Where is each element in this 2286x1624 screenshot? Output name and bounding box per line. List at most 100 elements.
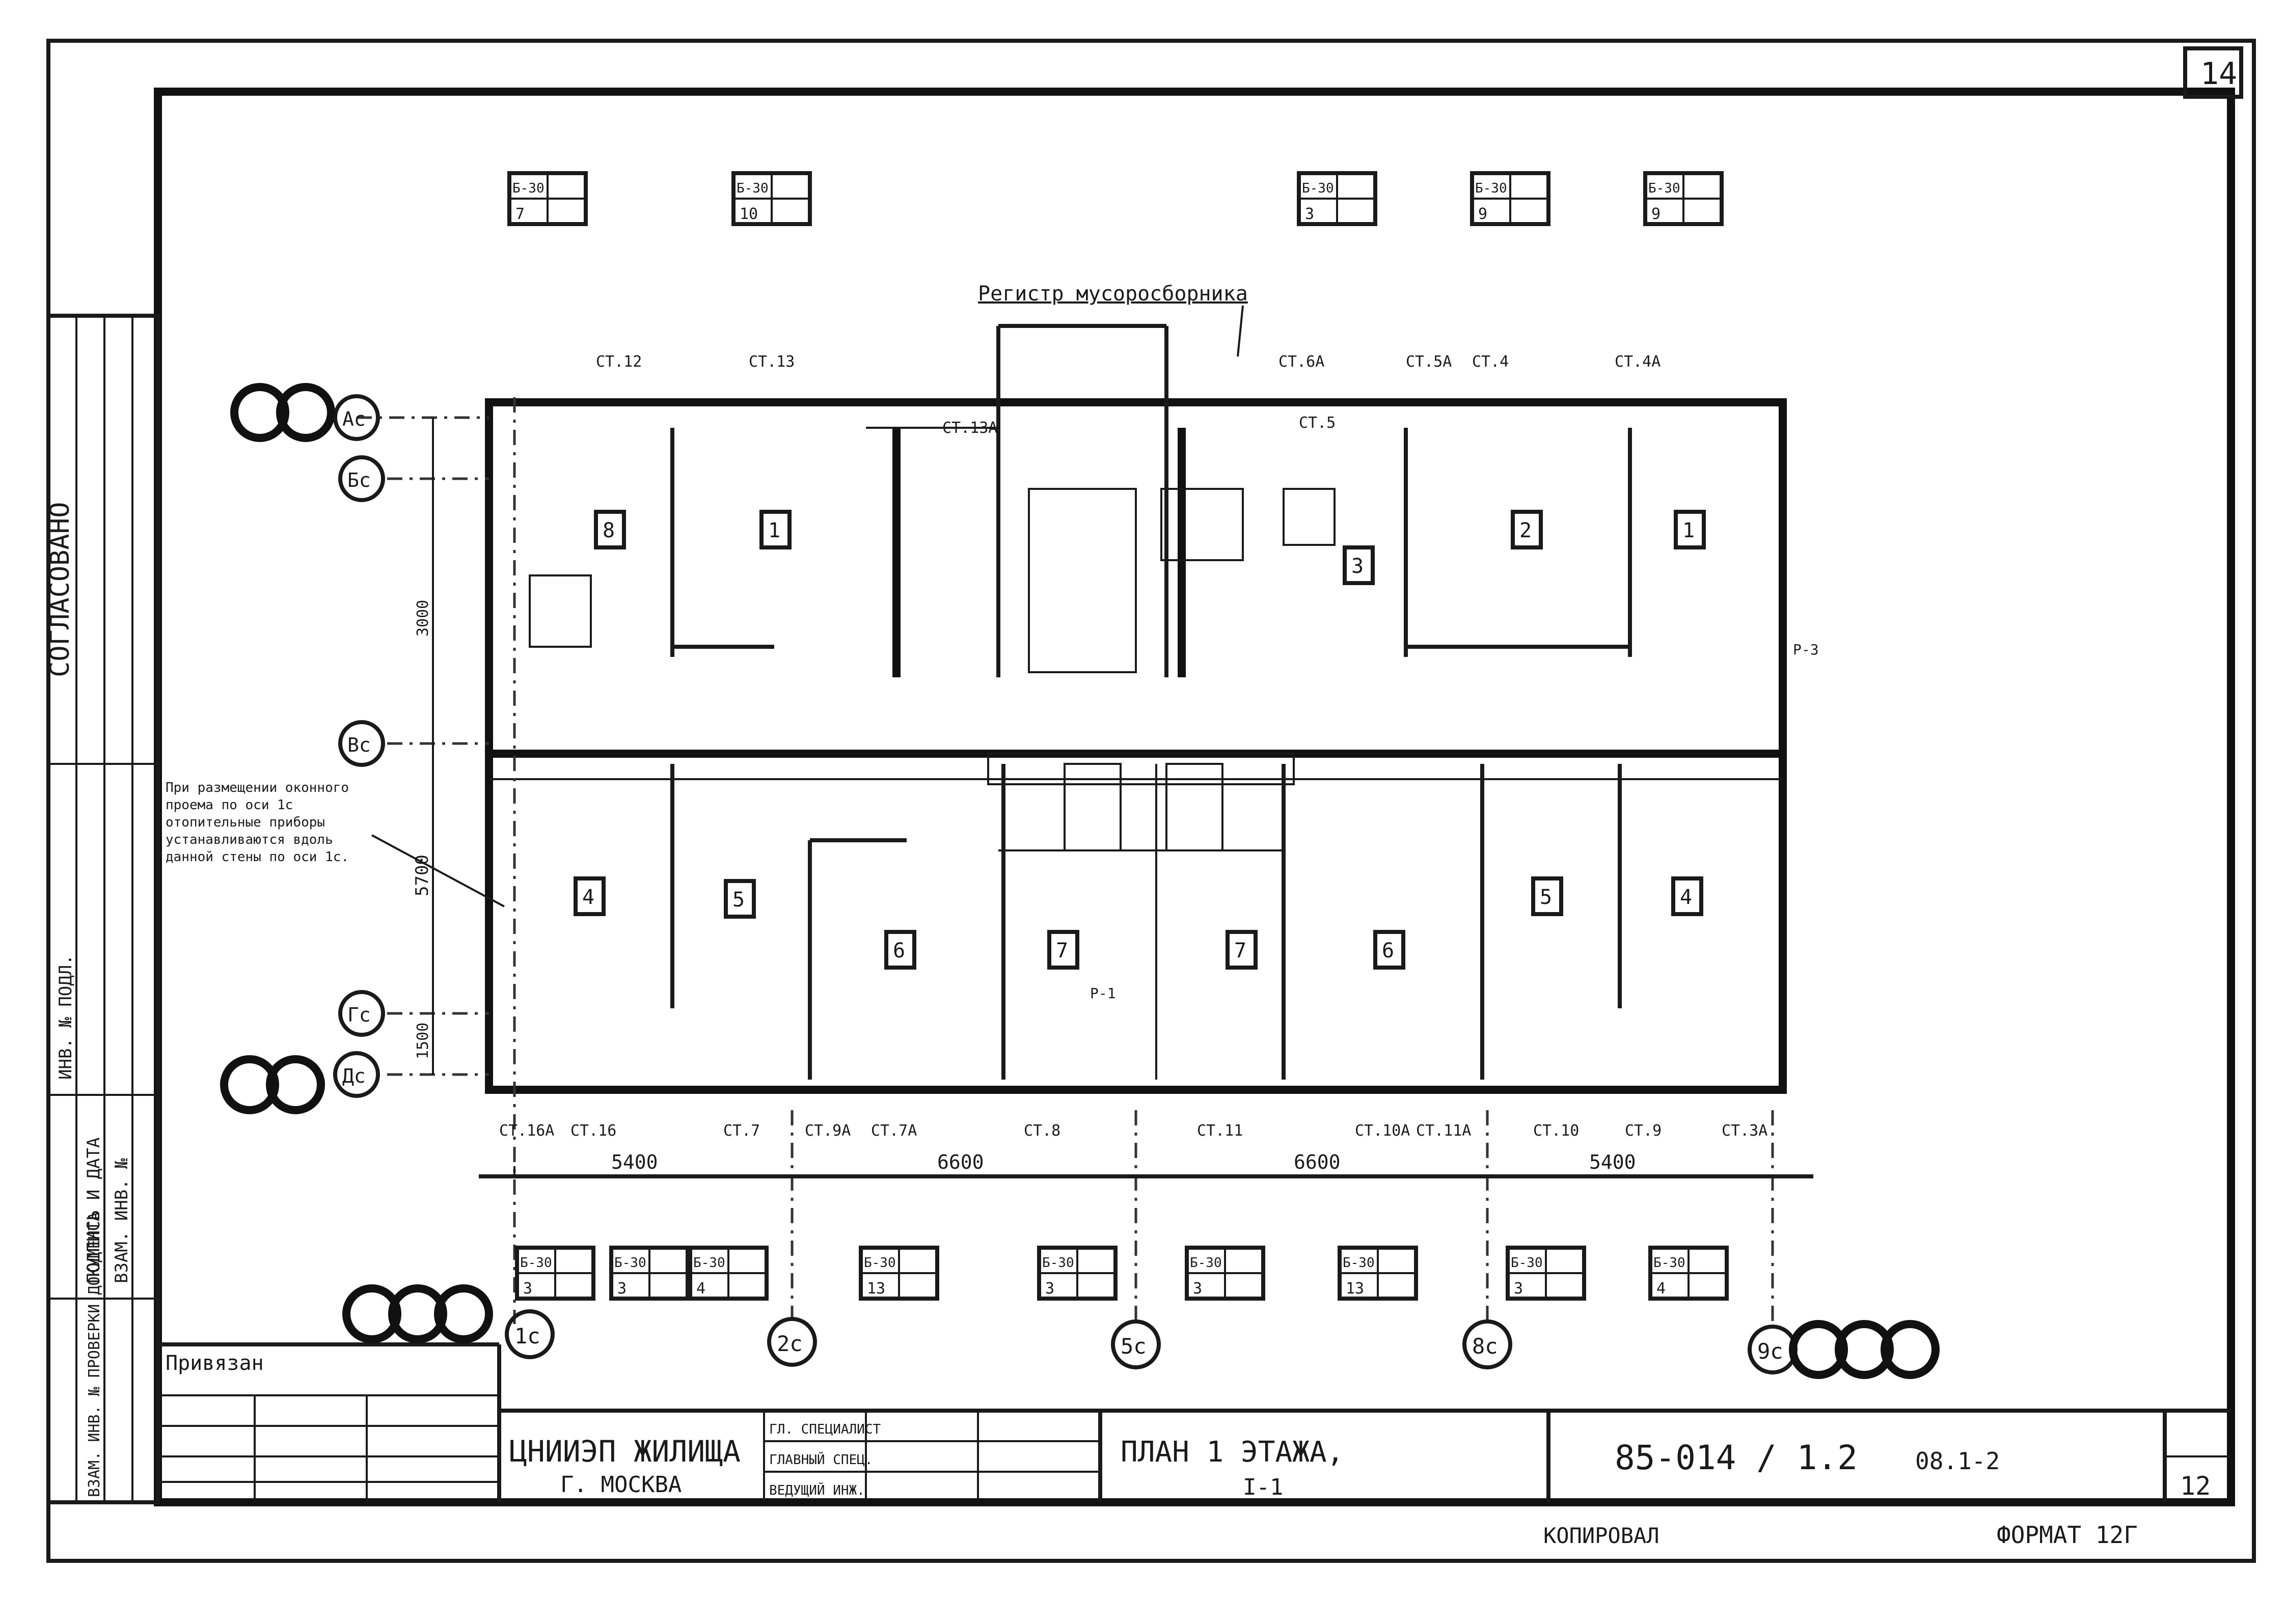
page-number-box <box>2183 46 2243 99</box>
svg-text:Б-30: Б-30 <box>1190 1255 1222 1271</box>
svg-text:3: 3 <box>1305 205 1314 223</box>
device-p1: Р-1 <box>1090 985 1116 1002</box>
svg-text:3: 3 <box>1514 1280 1523 1298</box>
stamp-col-1: ИНВ. № ПОДЛ. <box>56 954 76 1080</box>
svg-text:8с: 8с <box>1472 1334 1498 1359</box>
radiator-bottom-8: Б-303 <box>1506 1246 1586 1301</box>
room-6-left: 6 <box>884 930 916 970</box>
axis-row-bc: Бс <box>338 455 385 502</box>
room-1-right: 1 <box>1674 510 1706 549</box>
riser-st13a: СТ.13А <box>942 419 997 437</box>
radiator-symbols: Б-307Б-3010Б-303Б-309Б-309Б-303Б-303Б-30… <box>507 171 1729 1301</box>
agreed-label: СОГЛАСОВАНО <box>45 502 75 677</box>
riser-st16: СТ.16 <box>570 1122 616 1140</box>
svg-text:Б-30: Б-30 <box>1648 181 1680 196</box>
side-stamp: СОГЛАСОВАНО ИНВ. № ПОДЛ. ПОДПИСЬ И ДАТА … <box>45 314 160 1504</box>
svg-text:Б-30: Б-30 <box>1302 181 1334 196</box>
svg-text:4: 4 <box>696 1280 705 1298</box>
svg-text:5: 5 <box>732 888 745 912</box>
svg-text:Б-30: Б-30 <box>512 181 545 196</box>
svg-text:Б-30: Б-30 <box>520 1255 552 1271</box>
room-5-left: 5 <box>724 879 756 919</box>
radiator-top-2: Б-30 10 <box>731 171 812 226</box>
room-5-right: 5 <box>1531 876 1563 916</box>
svg-text:Б-30: Б-30 <box>1653 1255 1685 1271</box>
axis-lines <box>357 397 1813 1324</box>
radiator-bottom-5: Б-303 <box>1037 1246 1118 1301</box>
sheet-number: 12 <box>2180 1471 2211 1501</box>
axis-row-gc: Гс <box>338 990 385 1037</box>
device-p3: Р-3 <box>1793 641 1819 658</box>
dimension-4: 5400 <box>1589 1151 1636 1173</box>
svg-text:4: 4 <box>1680 886 1692 909</box>
riser-st10: СТ.10 <box>1533 1122 1579 1140</box>
riser-st3a: СТ.3А <box>1722 1122 1767 1140</box>
svg-text:3: 3 <box>1193 1280 1202 1298</box>
stamp-col-2: ПОДПИСЬ И ДАТА <box>84 1137 104 1283</box>
axis-column-5c: 5с <box>1111 1319 1161 1369</box>
riser-st13: СТ.13 <box>749 353 795 371</box>
drawing-subtitle: I-1 <box>1243 1474 1283 1500</box>
axis-column-1c: 1с <box>505 1309 555 1359</box>
radiator-bottom-1: Б-303 <box>515 1246 595 1301</box>
room-4-right: 4 <box>1671 876 1703 916</box>
svg-text:Б-30: Б-30 <box>693 1255 725 1271</box>
dimension-1: 5400 <box>611 1151 658 1173</box>
svg-text:1с: 1с <box>514 1324 540 1348</box>
svg-text:9с: 9с <box>1757 1339 1783 1364</box>
radiator-bottom-2: Б-30 3 <box>609 1246 690 1301</box>
riser-st9a: СТ.9А <box>805 1122 851 1140</box>
staff-2: ГЛАВНЫЙ СПЕЦ. <box>769 1451 873 1468</box>
dimension-2: 6600 <box>937 1151 984 1173</box>
svg-text:Дс: Дс <box>342 1065 366 1087</box>
svg-text:6: 6 <box>893 939 905 962</box>
riser-st5: СТ.5 <box>1299 414 1336 432</box>
page-number: 14 <box>2200 56 2237 92</box>
svg-text:4: 4 <box>1656 1280 1666 1298</box>
radiator-bottom-4: Б-30 13 <box>859 1246 939 1301</box>
svg-text:7: 7 <box>1234 939 1246 962</box>
svg-text:4: 4 <box>582 886 594 909</box>
svg-text:Б-30: Б-30 <box>737 181 769 196</box>
svg-text:13: 13 <box>1346 1280 1364 1298</box>
axis-row-dc: Дс <box>333 1051 380 1098</box>
riser-st4a: СТ.4А <box>1615 353 1661 371</box>
svg-text:Аc: Аc <box>342 408 366 430</box>
sheet-code: 08.1-2 <box>1915 1447 2000 1475</box>
svg-text:9: 9 <box>1478 205 1487 223</box>
drawing-title: ПЛАН 1 ЭТАЖА, <box>1121 1436 1344 1469</box>
room-1-left: 1 <box>759 510 792 549</box>
room-3: 3 <box>1343 545 1375 585</box>
axis-column-9c: 9с <box>1748 1325 1798 1374</box>
title-block: Привязан ЦНИИЭП ЖИЛИЩА Г. МОСКВА ГЛ. СПЕ… <box>158 1342 2231 1502</box>
svg-text:9: 9 <box>1651 205 1661 223</box>
svg-text:Б-30: Б-30 <box>614 1255 646 1271</box>
stamp-col-3: ВЗАМ. ИНВ. № <box>112 1158 132 1283</box>
svg-text:13: 13 <box>867 1280 885 1298</box>
radiator-top-5: Б-30 9 <box>1643 171 1724 226</box>
radiator-top-1: Б-307 <box>507 171 588 226</box>
pipe-circles <box>220 383 1940 1379</box>
room-7-left: 7 <box>1047 930 1079 970</box>
heating-note: При размещении оконного проема по оси 1с… <box>166 780 505 907</box>
plan-title: Регистр мусоросборника <box>978 282 1248 306</box>
staff-1: ГЛ. СПЕЦИАЛИСТ <box>769 1422 881 1437</box>
side-dimension-1: 5700 <box>412 855 432 896</box>
svg-text:6: 6 <box>1382 939 1394 962</box>
radiator-bottom-9: Б-30 4 <box>1648 1246 1729 1301</box>
dimension-3: 6600 <box>1294 1151 1341 1173</box>
svg-text:Гс: Гс <box>347 1004 371 1026</box>
room-8: 8 <box>594 510 626 549</box>
svg-text:Б-30: Б-30 <box>864 1255 896 1271</box>
svg-text:3: 3 <box>617 1280 627 1298</box>
svg-text:2с: 2с <box>777 1331 803 1356</box>
riser-st11: СТ.11 <box>1197 1122 1243 1140</box>
svg-text:10: 10 <box>740 205 758 223</box>
svg-text:2: 2 <box>1519 519 1532 542</box>
building-walls <box>485 324 1787 1094</box>
radiator-top-3: Б-30 3 <box>1297 171 1377 226</box>
room-7-right: 7 <box>1226 930 1258 970</box>
radiator-top-4: Б-309 <box>1470 171 1550 226</box>
